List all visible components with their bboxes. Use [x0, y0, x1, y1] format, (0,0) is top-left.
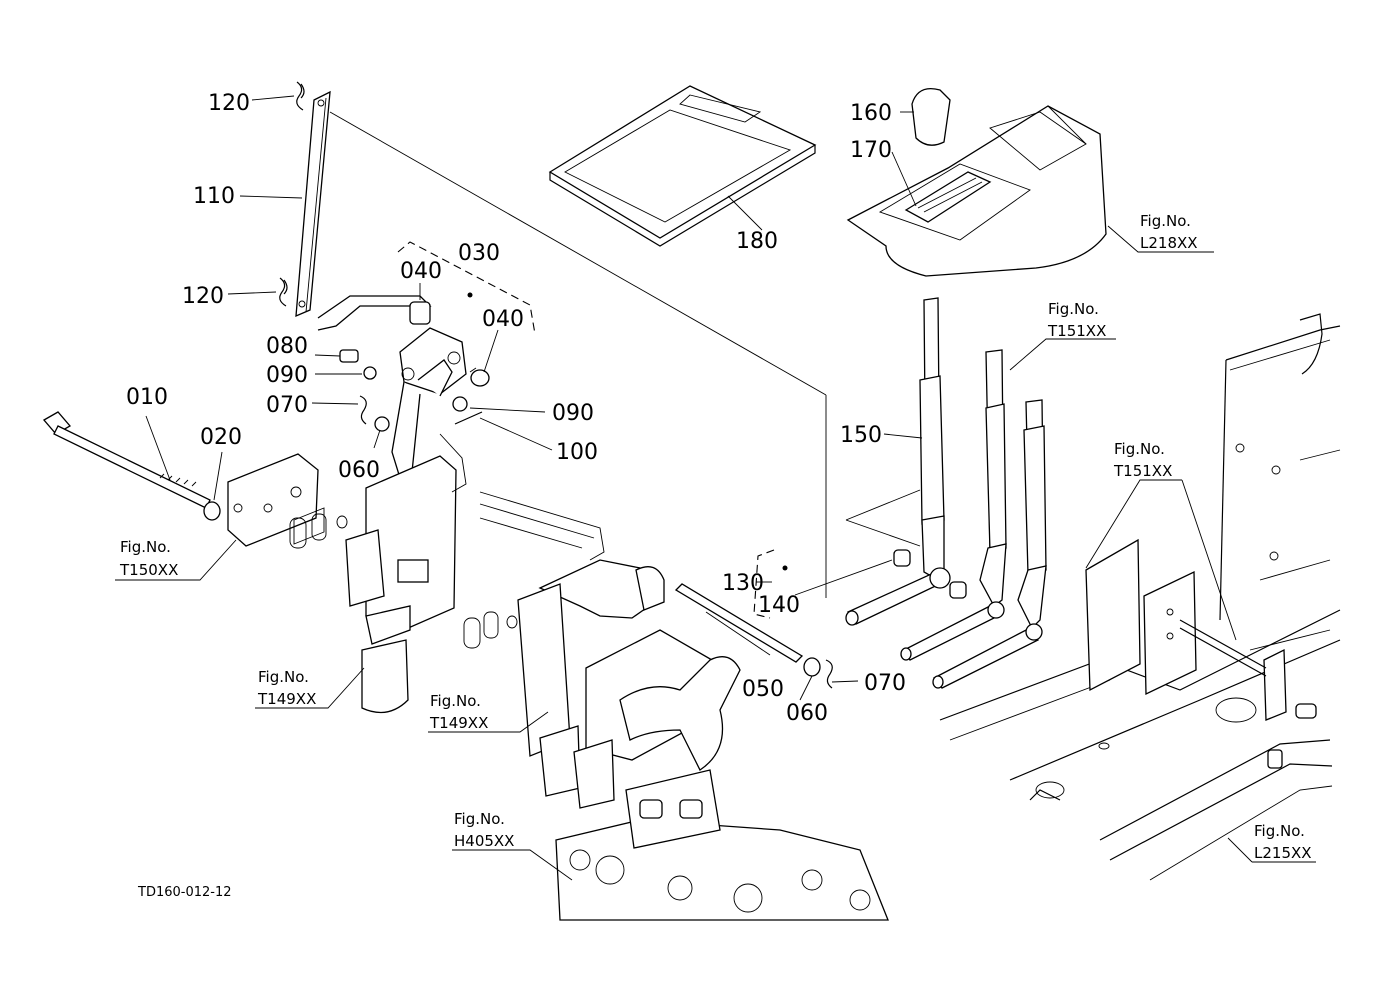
callout-120-top: 120	[208, 91, 250, 116]
clip-pin-070-right	[825, 659, 833, 689]
callout-010: 010	[126, 385, 168, 410]
assembly-030-dot	[467, 292, 473, 298]
lever-assembly-030	[317, 295, 467, 479]
fig-ref-label: Fig.No.	[430, 692, 481, 710]
operator-manual-180	[548, 85, 817, 247]
bushing-040-right	[469, 367, 490, 387]
callout-020: 020	[200, 425, 242, 450]
fig-ref-code: T149XX	[429, 714, 488, 732]
callout-040-right: 040	[482, 307, 524, 332]
lever-150	[919, 297, 945, 581]
figure-ref-leaders	[115, 225, 1316, 881]
callout-060-left: 060	[338, 458, 380, 483]
callout-170: 170	[850, 138, 892, 163]
clip-pin-120-bottom	[279, 277, 288, 307]
clip-pin-070-left	[359, 395, 367, 425]
callout-130: 130	[722, 571, 764, 596]
callout-060-right: 060	[786, 701, 828, 726]
fig-ref-code: T150XX	[119, 561, 178, 579]
drawing-code: TD160-012-12	[137, 885, 232, 900]
hydraulic-block	[555, 656, 889, 921]
assembly-130-dot	[782, 565, 788, 571]
bushing-040-upper	[409, 301, 431, 325]
callout-100: 100	[556, 440, 598, 465]
callout-160: 160	[850, 101, 892, 126]
pin-080	[339, 349, 359, 363]
fig-ref-label: Fig.No.	[1254, 822, 1305, 840]
fig-ref-label: Fig.No.	[120, 538, 171, 556]
callout-140: 140	[758, 593, 800, 618]
valve-link-left	[439, 433, 467, 493]
fig-ref-code: T151XX	[1113, 462, 1172, 480]
callout-030: 030	[458, 241, 500, 266]
o-rings-center	[463, 611, 518, 649]
control-valve-left	[227, 453, 457, 714]
rod-050	[674, 583, 804, 663]
floor-plate	[845, 325, 1341, 801]
knob-160	[911, 87, 951, 146]
callout-080: 080	[266, 334, 308, 359]
fig-ref-code: T149XX	[257, 690, 316, 708]
floor-rail-l215	[1099, 739, 1333, 881]
leader-110-long	[329, 111, 827, 396]
washer-060-left	[374, 416, 390, 432]
bracket-t151	[1085, 313, 1323, 721]
assembly-030-bracket	[397, 241, 536, 335]
callout-120-bottom: 120	[182, 284, 224, 309]
fig-ref-code: T151XX	[1047, 322, 1106, 340]
fig-ref-code: L218XX	[1140, 234, 1198, 252]
washer-090-right	[452, 396, 468, 412]
callout-leaders	[145, 95, 923, 701]
fig-ref-label: Fig.No.	[454, 810, 505, 828]
washer-090-left	[363, 366, 377, 380]
fig-ref-label: Fig.No.	[258, 668, 309, 686]
assembly-130-bracket	[753, 549, 775, 619]
washer-020	[203, 501, 221, 521]
callout-110: 110	[193, 184, 235, 209]
fig-ref-code: L215XX	[1254, 844, 1312, 862]
fig-ref-label: Fig.No.	[1048, 300, 1099, 318]
levers-t151	[900, 349, 1047, 689]
callout-070-left: 070	[266, 393, 308, 418]
bolt-010	[42, 411, 211, 509]
callout-180: 180	[736, 229, 778, 254]
fig-ref-label: Fig.No.	[1114, 440, 1165, 458]
callout-090-left: 090	[266, 363, 308, 388]
guide-plate-170	[904, 171, 992, 223]
rod-110	[295, 90, 331, 318]
callout-040-upper: 040	[400, 259, 442, 284]
clip-pin-120-top	[296, 81, 305, 111]
callout-150: 150	[840, 423, 882, 448]
washer-060-right	[803, 657, 821, 677]
callout-050: 050	[742, 677, 784, 702]
cotter-pin-100	[454, 411, 483, 425]
shaft-assembly-130	[845, 549, 967, 626]
o-rings-left	[289, 513, 348, 549]
fig-ref-code: H405XX	[454, 832, 514, 850]
control-valve-center	[479, 491, 713, 809]
fig-ref-label: Fig.No.	[1140, 212, 1191, 230]
callout-070-right: 070	[864, 671, 906, 696]
callout-090-right: 090	[552, 401, 594, 426]
